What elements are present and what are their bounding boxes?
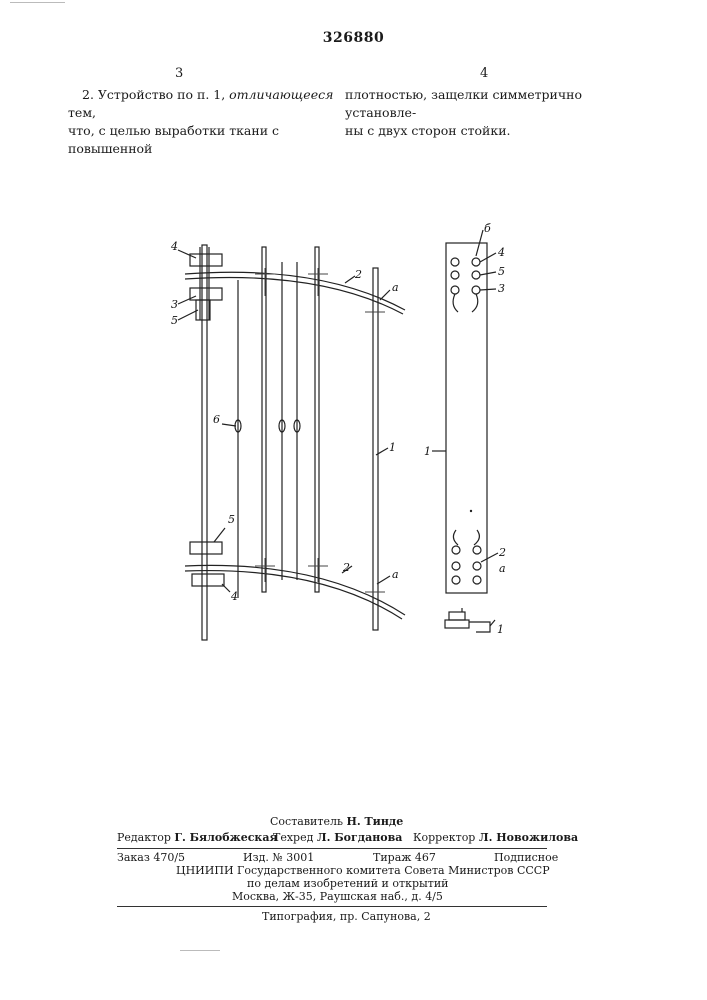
latch-block — [190, 288, 222, 300]
fig-label: 4 — [497, 246, 505, 259]
bolt — [451, 258, 459, 266]
leader-line — [178, 310, 198, 320]
leader-line — [480, 289, 496, 290]
imprint-label: Составитель — [270, 815, 346, 828]
left-figure — [178, 245, 405, 640]
bolt — [473, 546, 481, 554]
bolt — [473, 562, 481, 570]
fig-label: 6 — [213, 413, 220, 426]
centre-marks — [255, 268, 385, 592]
leader-line — [214, 528, 225, 542]
vertical-bar — [373, 268, 378, 630]
editor-line: Редактор Г. Бялобжеская — [117, 831, 278, 844]
fig-label: 1 — [424, 445, 431, 458]
latch-block — [190, 542, 222, 554]
dot-mark — [470, 510, 472, 512]
bolt — [451, 286, 459, 294]
bolt — [472, 258, 480, 266]
fig-label: a — [392, 281, 399, 294]
fig-label: 1 — [389, 441, 396, 454]
patent-drawing: 4 3 5 2 a 6 1 5 2 a 4 б 4 5 3 1 2 a 1 — [0, 0, 707, 700]
fig-label: 5 — [228, 513, 235, 526]
corrector-line: Корректор Л. Новожилова — [413, 831, 578, 844]
bolt — [452, 576, 460, 584]
curved-rod-lower-edge — [185, 571, 402, 619]
imprint-rule — [117, 848, 547, 849]
detail-bracket — [445, 620, 469, 628]
bolt — [472, 271, 480, 279]
curved-rod-upper-edge — [185, 277, 403, 314]
vertical-bar — [315, 247, 319, 592]
imprint-label: Корректор — [413, 831, 479, 844]
latch-block — [190, 254, 222, 266]
fig-label: 3 — [171, 298, 178, 311]
fig-label: a — [392, 568, 399, 581]
imprint-rule — [117, 906, 547, 907]
vertical-bar — [262, 247, 266, 592]
side-post — [446, 243, 487, 593]
leader-line — [481, 553, 498, 562]
bolt — [452, 546, 460, 554]
latch-hook — [472, 294, 478, 312]
bolt — [451, 271, 459, 279]
right-figure — [432, 230, 498, 632]
detail-latch — [469, 622, 490, 632]
org-line-2: по делам изобретений и открытий — [247, 877, 449, 890]
typography-line: Типография, пр. Сапунова, 2 — [262, 910, 431, 923]
corrector-name: Л. Новожилова — [479, 831, 578, 844]
org-line-1: ЦНИИПИ Государственного комитета Совета … — [176, 864, 550, 877]
leader-line — [480, 272, 496, 275]
order-number: Заказ 470/5 — [117, 851, 185, 864]
fig-label: 2 — [354, 268, 362, 281]
latch-bracket — [196, 300, 210, 320]
fig-label: 2 — [498, 546, 506, 559]
fig-label: 1 — [497, 623, 504, 636]
subscription-note: Подписное — [494, 851, 558, 864]
latch-block — [192, 574, 224, 586]
leader-line — [345, 276, 355, 283]
fig-label: 5 — [498, 265, 505, 278]
scan-mark — [180, 950, 220, 951]
bolt — [473, 576, 481, 584]
compiler-line: Составитель Н. Тинде — [270, 815, 403, 828]
fig-label: 3 — [498, 282, 505, 295]
fig-label: б — [484, 222, 491, 235]
main-post — [202, 245, 207, 640]
editor-name: Г. Бялобжеская — [174, 831, 277, 844]
fig-label: a — [499, 562, 506, 575]
leader-line — [490, 620, 495, 626]
scan-mark — [10, 2, 65, 3]
leader-line — [222, 424, 236, 426]
leader-line — [380, 290, 390, 300]
techred-line: Техред Л. Богданова — [273, 831, 402, 844]
bolt — [472, 286, 480, 294]
imprint-label: Редактор — [117, 831, 174, 844]
latch-hook — [453, 294, 458, 312]
fig-label: 4 — [230, 590, 238, 603]
latch-hook — [453, 530, 458, 545]
bolt — [452, 562, 460, 570]
leader-line — [480, 253, 496, 262]
fig-label: 4 — [170, 240, 178, 253]
detail-bracket — [449, 612, 465, 620]
imprint-label: Техред — [273, 831, 317, 844]
compiler-name: Н. Тинде — [346, 815, 403, 828]
leader-line — [377, 576, 390, 584]
latch-hook — [474, 530, 479, 545]
curved-rod-lower — [185, 565, 405, 615]
techred-name: Л. Богданова — [317, 831, 402, 844]
print-run: Тираж 467 — [373, 851, 436, 864]
fig-label: 2 — [342, 561, 350, 574]
fig-label: 5 — [171, 314, 178, 327]
org-address: Москва, Ж-35, Раушская наб., д. 4/5 — [232, 890, 443, 903]
leader-line — [222, 584, 230, 592]
edition-number: Изд. № 3001 — [243, 851, 314, 864]
